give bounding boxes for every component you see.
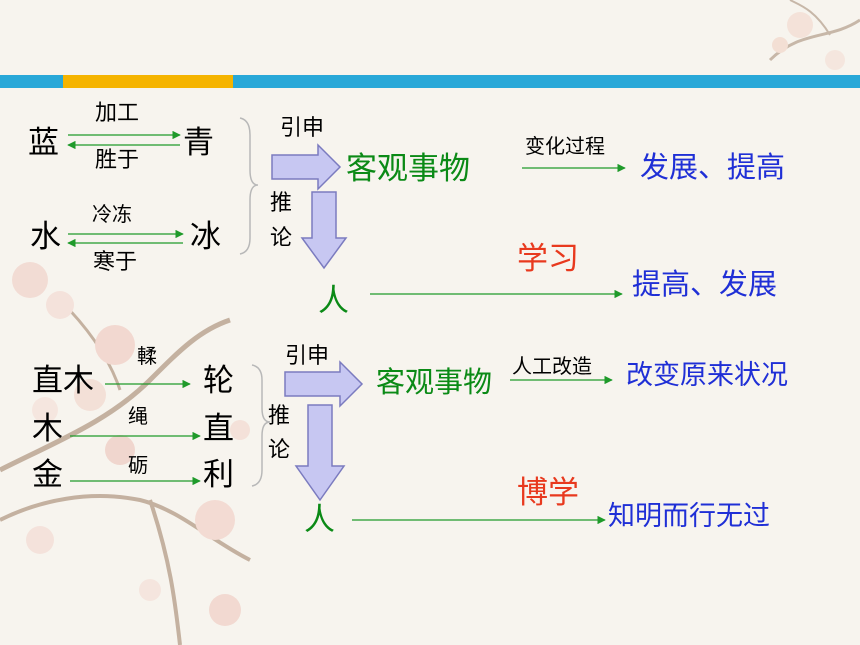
word-water: 水 — [30, 219, 61, 255]
word-sharp: 利 — [203, 457, 234, 493]
header-accent — [63, 75, 233, 88]
label-bend: 輮 — [137, 344, 157, 368]
block-arrow-infer-1 — [300, 191, 348, 270]
block-arrow-infer-2 — [294, 404, 346, 502]
label-rope: 绳 — [128, 404, 148, 428]
block-arrow-extend-2 — [284, 360, 364, 408]
person-2: 人 — [304, 502, 335, 538]
label-extend-1: 引申 — [280, 116, 325, 141]
result-develop-improve: 发展、提高 — [640, 150, 786, 184]
block-arrow-extend-1 — [271, 143, 342, 191]
word-wood: 木 — [32, 411, 63, 447]
objective-things-1: 客观事物 — [346, 151, 470, 187]
label-artificial-transform: 人工改造 — [512, 354, 592, 378]
word-blue: 蓝 — [28, 125, 59, 161]
objective-things-2: 客观事物 — [376, 365, 493, 399]
label-infer-2b: 论 — [268, 438, 291, 463]
label-colder-than: 寒于 — [93, 250, 138, 275]
label-infer-1b: 论 — [270, 226, 293, 251]
word-ice: 冰 — [190, 219, 221, 255]
brace-section2 — [251, 364, 271, 487]
person-1: 人 — [318, 283, 349, 319]
label-extend-2: 引申 — [285, 344, 330, 369]
brace-section1 — [239, 117, 259, 255]
label-process: 加工 — [95, 101, 140, 126]
word-straight: 直 — [203, 411, 234, 447]
label-study: 学习 — [517, 241, 579, 277]
label-better-than: 胜于 — [95, 148, 140, 173]
word-straight-wood: 直木 — [32, 363, 94, 399]
label-infer-1a: 推 — [270, 191, 293, 216]
label-infer-2a: 推 — [268, 404, 291, 429]
label-change-process: 变化过程 — [525, 134, 605, 158]
result-improve-develop: 提高、发展 — [632, 267, 778, 301]
result-wise-faultless: 知明而行无过 — [608, 501, 770, 532]
word-green: 青 — [183, 125, 214, 161]
word-wheel: 轮 — [203, 363, 234, 399]
result-change-original: 改变原来状况 — [626, 360, 788, 391]
label-broad-learning: 博学 — [517, 475, 579, 511]
label-whetstone: 砺 — [128, 453, 148, 477]
label-freeze: 冷冻 — [92, 202, 132, 226]
word-metal: 金 — [32, 457, 63, 493]
